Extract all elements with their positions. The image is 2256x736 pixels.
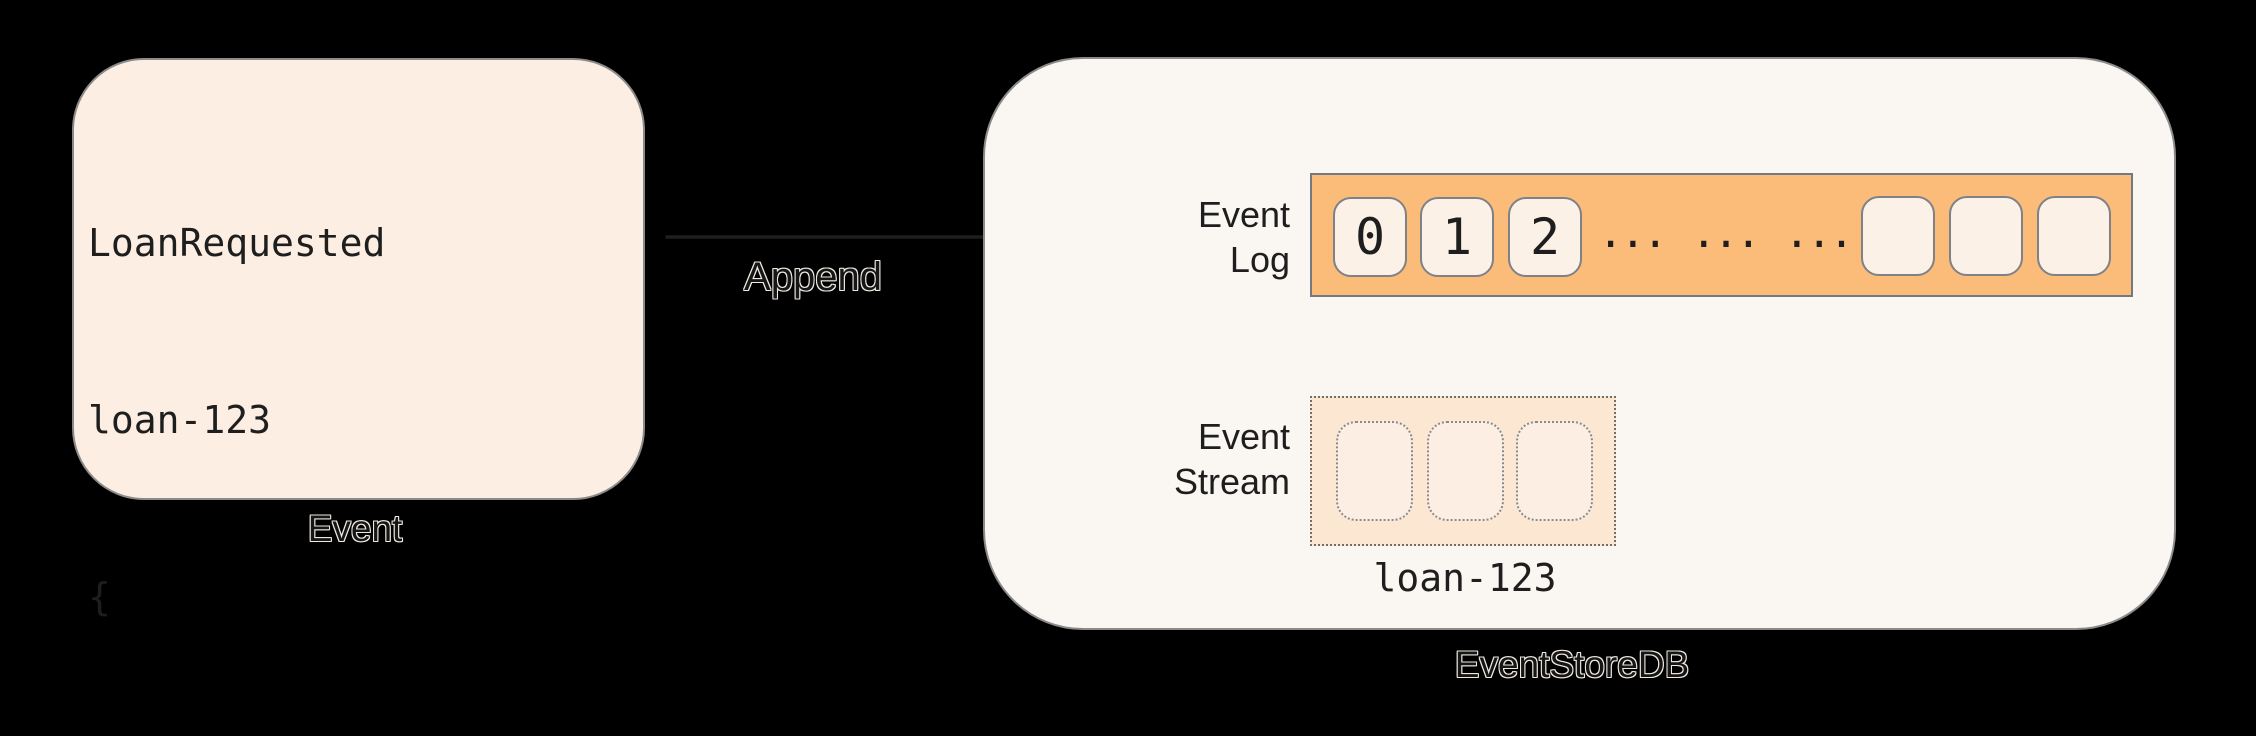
event-log-label-line2: Log [1229,239,1290,280]
stream-placeholder-cell [1336,421,1413,521]
append-arrow-label: Append [744,255,882,299]
event-stream-label-line2: Stream [1173,461,1290,502]
event-log-label-line1: Event [1197,194,1290,235]
stream-placeholder-cell [1427,421,1504,521]
code-line: loan-123 [88,398,272,442]
stream-name-label: loan-123 [1373,556,1557,600]
stream-placeholder-cell [1516,421,1593,521]
log-cell-1: 1 [1420,197,1494,277]
code-line: LoanRequested [88,221,386,265]
event-stream-label: Event Stream [1140,414,1290,504]
eventstoredb-caption: EventStoreDB [1454,644,1690,685]
log-cell-2: 2 [1508,197,1582,277]
log-empty-cell [2037,196,2111,276]
event-code-block: LoanRequested loan-123 { id: 123, amount… [88,96,614,736]
log-cell-0: 0 [1333,197,1407,277]
log-empty-cell [1949,196,2023,276]
event-log-label: Event Log [1140,192,1290,282]
event-card [72,58,645,500]
event-stream-label-line1: Event [1197,416,1290,457]
log-empty-cell [1861,196,1935,276]
event-card-caption: Event [307,508,403,549]
code-line: { [88,575,111,619]
log-ellipsis: ... ... ... [1598,208,1854,257]
